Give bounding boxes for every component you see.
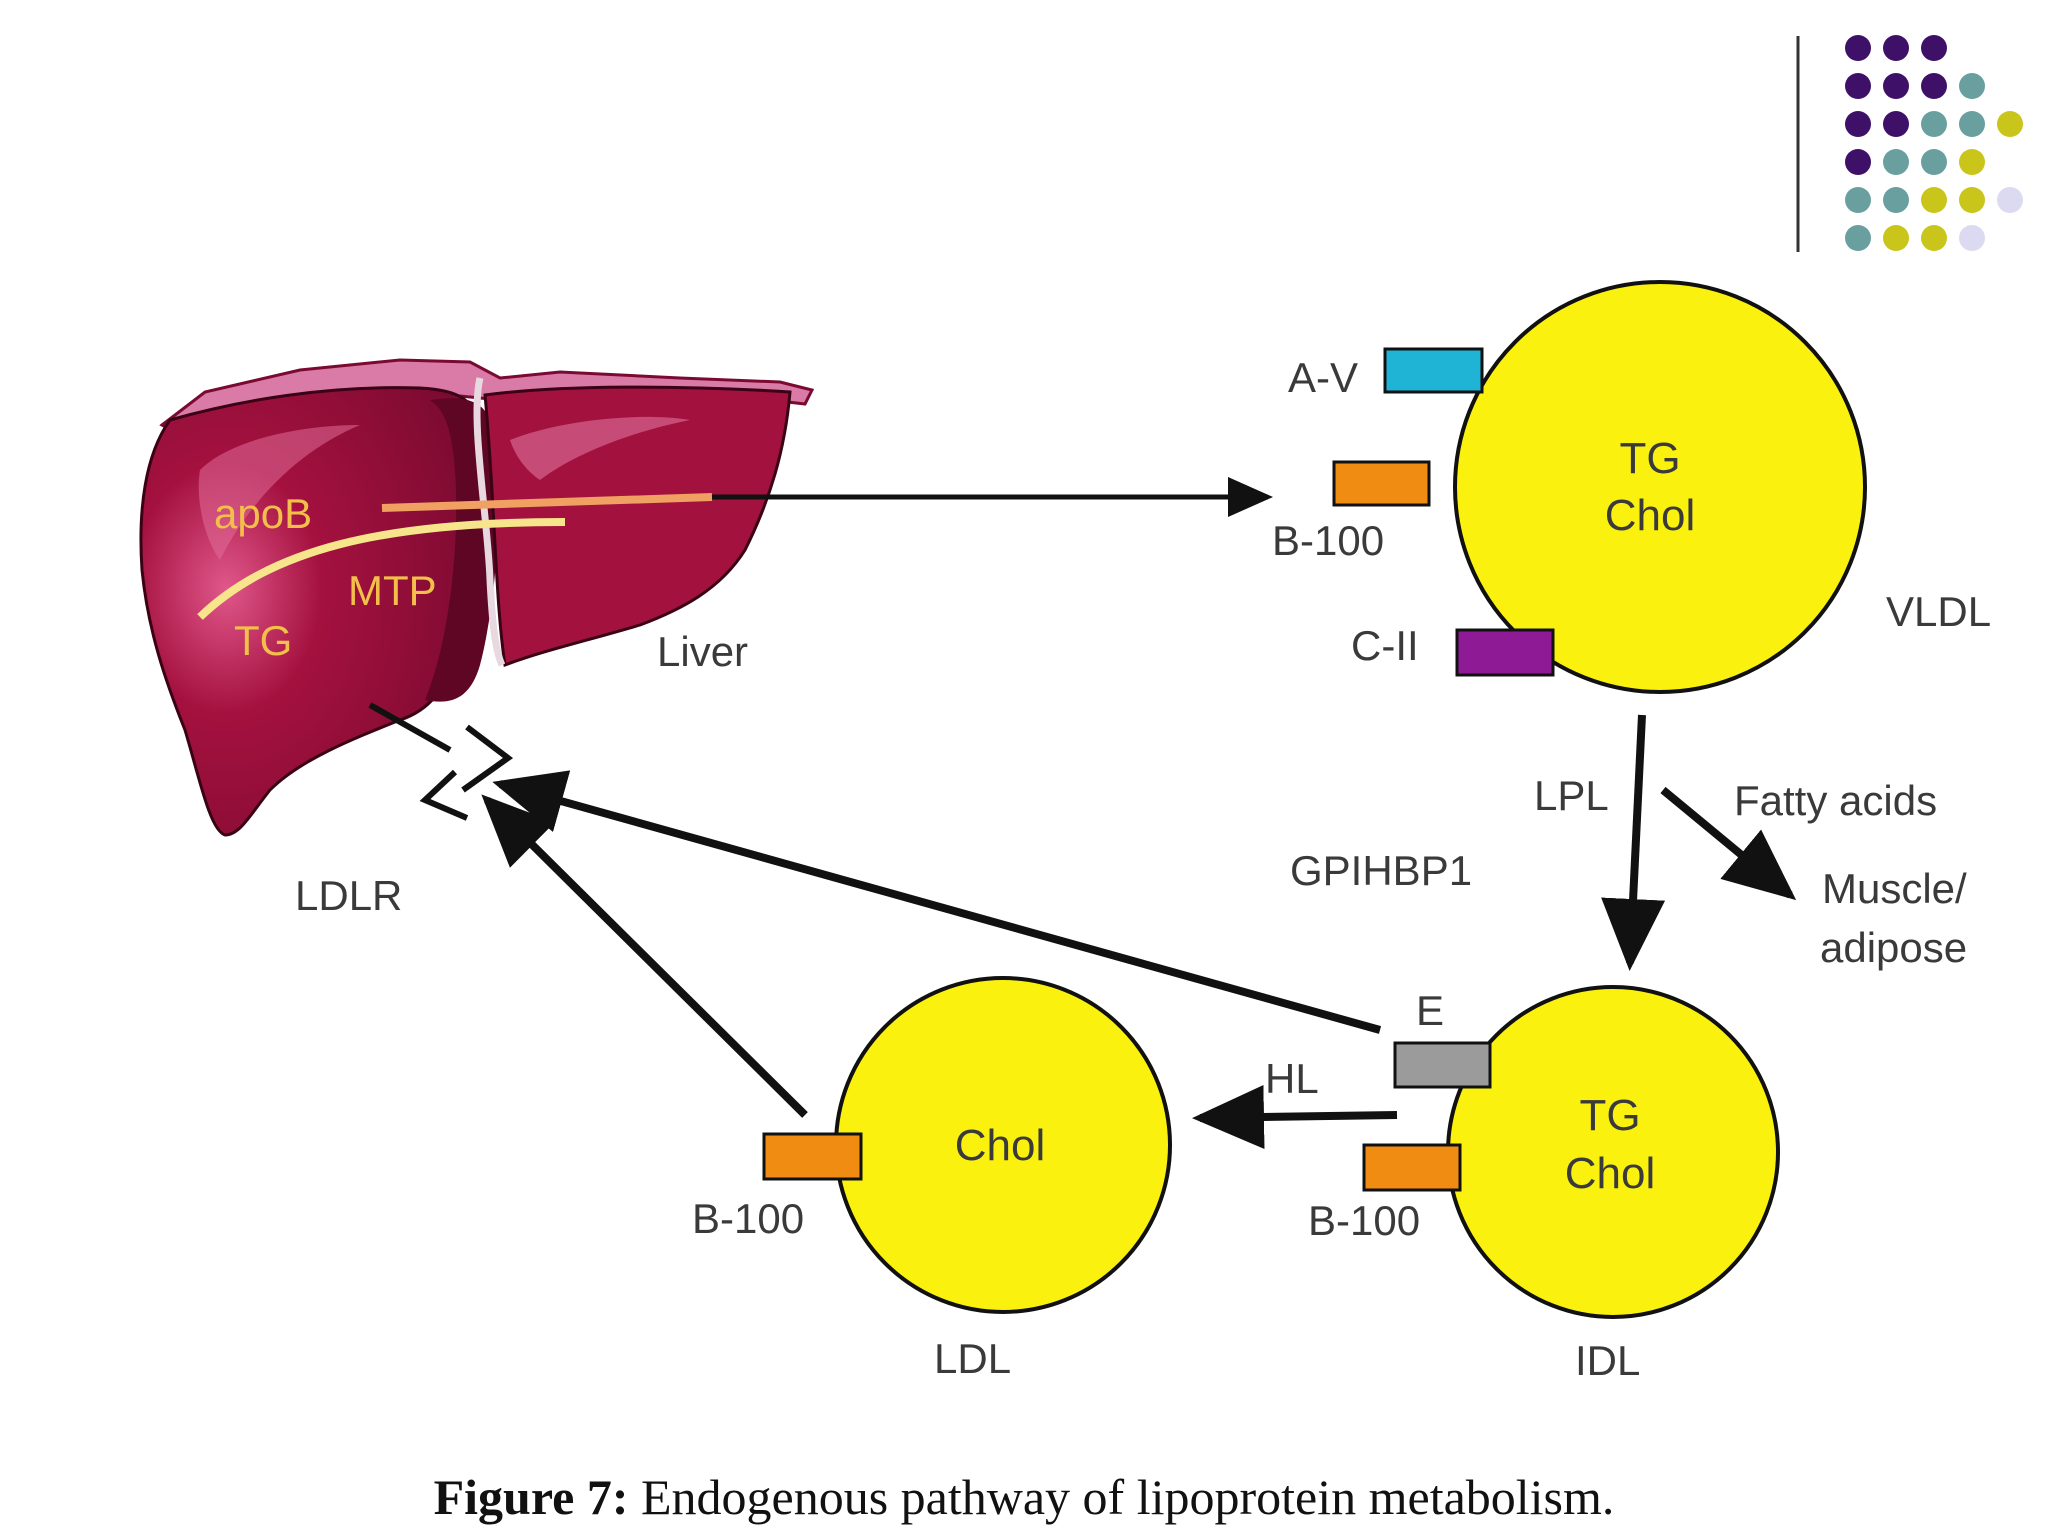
decor-dot (1883, 149, 1909, 175)
arrow-idl-to-ldl (1192, 1085, 1398, 1150)
vldl-content-chol: Chol (1605, 491, 1696, 540)
figure-caption-text: Endogenous pathway of lipoprotein metabo… (628, 1469, 1615, 1525)
idl-apo-b100-label: B-100 (1308, 1197, 1420, 1244)
idl-particle: TG Chol (1362, 985, 1780, 1319)
decor-dot (1845, 35, 1871, 61)
decor-dot (1845, 149, 1871, 175)
arrow-idl-to-ldlr (492, 770, 1382, 1034)
decor-dot (1921, 111, 1947, 137)
hl-label: HL (1265, 1055, 1319, 1102)
ldlr-label: LDLR (295, 872, 402, 919)
vldl-apo-b100-box (1332, 460, 1431, 507)
ldl-apo-b100-label: B-100 (692, 1195, 804, 1242)
liver-illustration: apoB MTP TG (139, 358, 815, 837)
fatty-acids-label: Fatty acids (1734, 777, 1937, 824)
adipose-label: adipose (1820, 924, 1967, 971)
apob-label: apoB (214, 490, 312, 537)
vldl-core (1453, 280, 1867, 694)
apob-line (381, 493, 713, 512)
decor-dot (1997, 187, 2023, 213)
tg-liver-label: TG (234, 617, 292, 664)
decor-dot (1997, 111, 2023, 137)
idl-apo-e-label: E (1416, 987, 1444, 1034)
idl-content-tg: TG (1579, 1091, 1640, 1140)
vldl-apo-cii-box (1455, 628, 1555, 677)
ldl-label: LDL (934, 1335, 1011, 1382)
ldl-content-chol: Chol (955, 1121, 1046, 1170)
vldl-label: VLDL (1886, 588, 1991, 635)
ldlr-receptor (368, 702, 514, 821)
figure-number: Figure 7: (433, 1469, 629, 1525)
gpihbp1-label: GPIHBP1 (1290, 847, 1472, 894)
vldl-apo-av-label: A-V (1288, 354, 1358, 401)
idl-label: IDL (1575, 1337, 1640, 1384)
liver-ligament (473, 377, 506, 667)
decor-dot (1845, 225, 1871, 251)
ldl-apo-b100-box (762, 1132, 863, 1181)
vldl-apo-b100-label: B-100 (1272, 517, 1384, 564)
idl-content-chol: Chol (1565, 1149, 1656, 1198)
muscle-label: Muscle/ (1822, 865, 1967, 912)
mtp-label: MTP (348, 567, 437, 614)
decor-dot (1921, 73, 1947, 99)
liver-label: Liver (657, 628, 748, 675)
decor-dot (1959, 149, 1985, 175)
vldl-apo-av-box (1383, 347, 1484, 394)
decor-dot (1845, 73, 1871, 99)
idl-apo-e-box (1393, 1041, 1492, 1089)
tg-line (197, 518, 566, 620)
decor-dot (1921, 35, 1947, 61)
lpl-label: LPL (1534, 772, 1609, 819)
idl-apo-b100-box (1362, 1143, 1462, 1192)
decor-dot (1959, 187, 1985, 213)
decor-dot (1883, 73, 1909, 99)
decor-dot (1883, 35, 1909, 61)
ldl-particle: Chol (762, 976, 1172, 1314)
vldl-apo-cii-label: C-II (1351, 622, 1419, 669)
decor-dot (1959, 111, 1985, 137)
liver-right-highlight (510, 416, 690, 480)
vldl-particle: TG Chol (1332, 280, 1867, 694)
decor-dot (1845, 187, 1871, 213)
decor-dot (1959, 225, 1985, 251)
vldl-content-tg: TG (1619, 434, 1680, 483)
decor-dot (1883, 225, 1909, 251)
decor-dot (1845, 111, 1871, 137)
decor-dot (1959, 73, 1985, 99)
decorative-dot-grid (1845, 35, 2023, 251)
decor-dot (1921, 225, 1947, 251)
decor-dot (1921, 187, 1947, 213)
arrow-fatty-acids (1660, 786, 1797, 901)
liver-left-highlight (198, 425, 360, 560)
decor-dot (1921, 149, 1947, 175)
decor-dot (1883, 111, 1909, 137)
figure-caption: Figure 7: Endogenous pathway of lipoprot… (0, 1468, 2048, 1526)
decor-dot (1883, 187, 1909, 213)
arrow-ldl-to-ldlr (481, 794, 808, 1118)
arrow-vldl-to-idl (1601, 714, 1666, 971)
